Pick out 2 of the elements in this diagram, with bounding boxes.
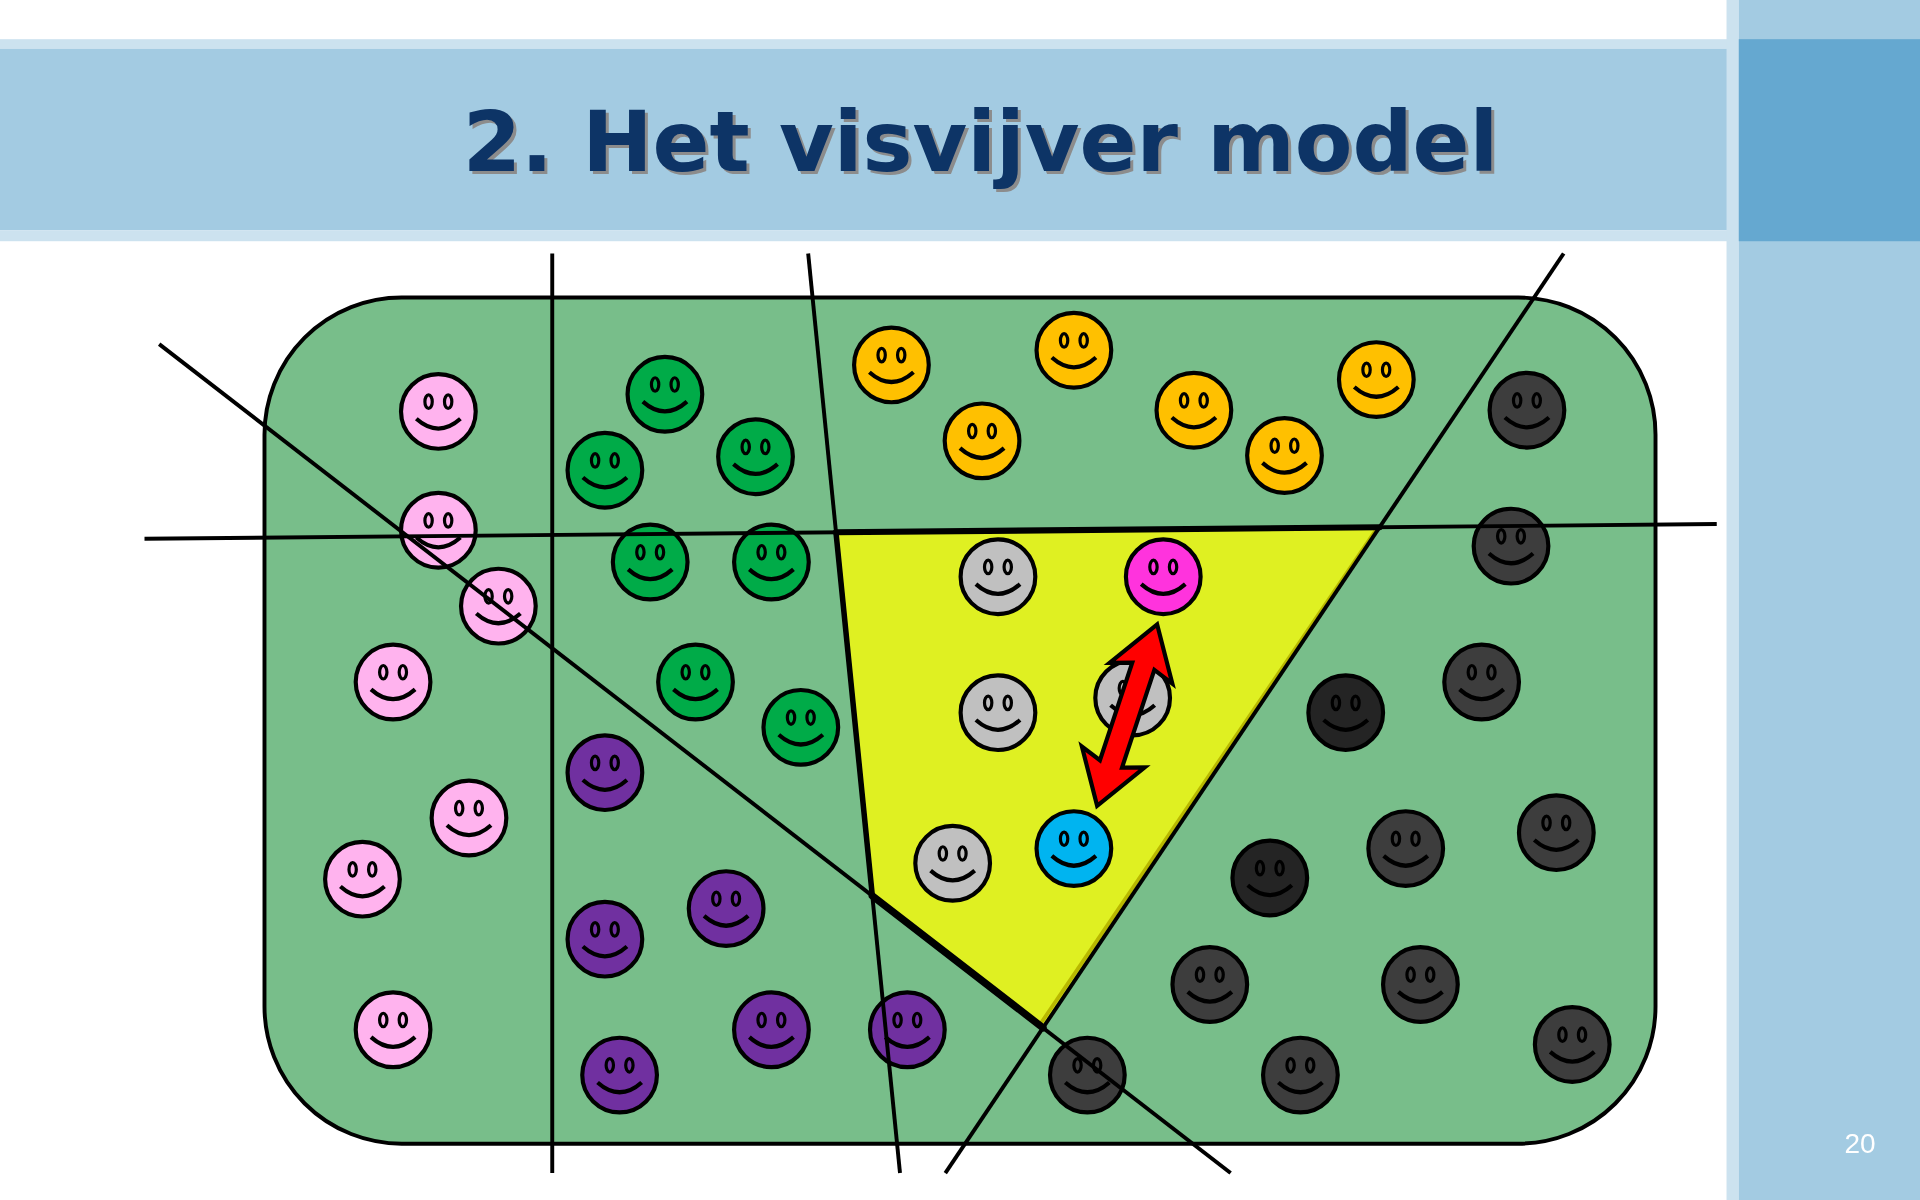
slide-title: 2. Het visvijver model (462, 92, 1499, 192)
page-number: 20 (1843, 1127, 1877, 1161)
